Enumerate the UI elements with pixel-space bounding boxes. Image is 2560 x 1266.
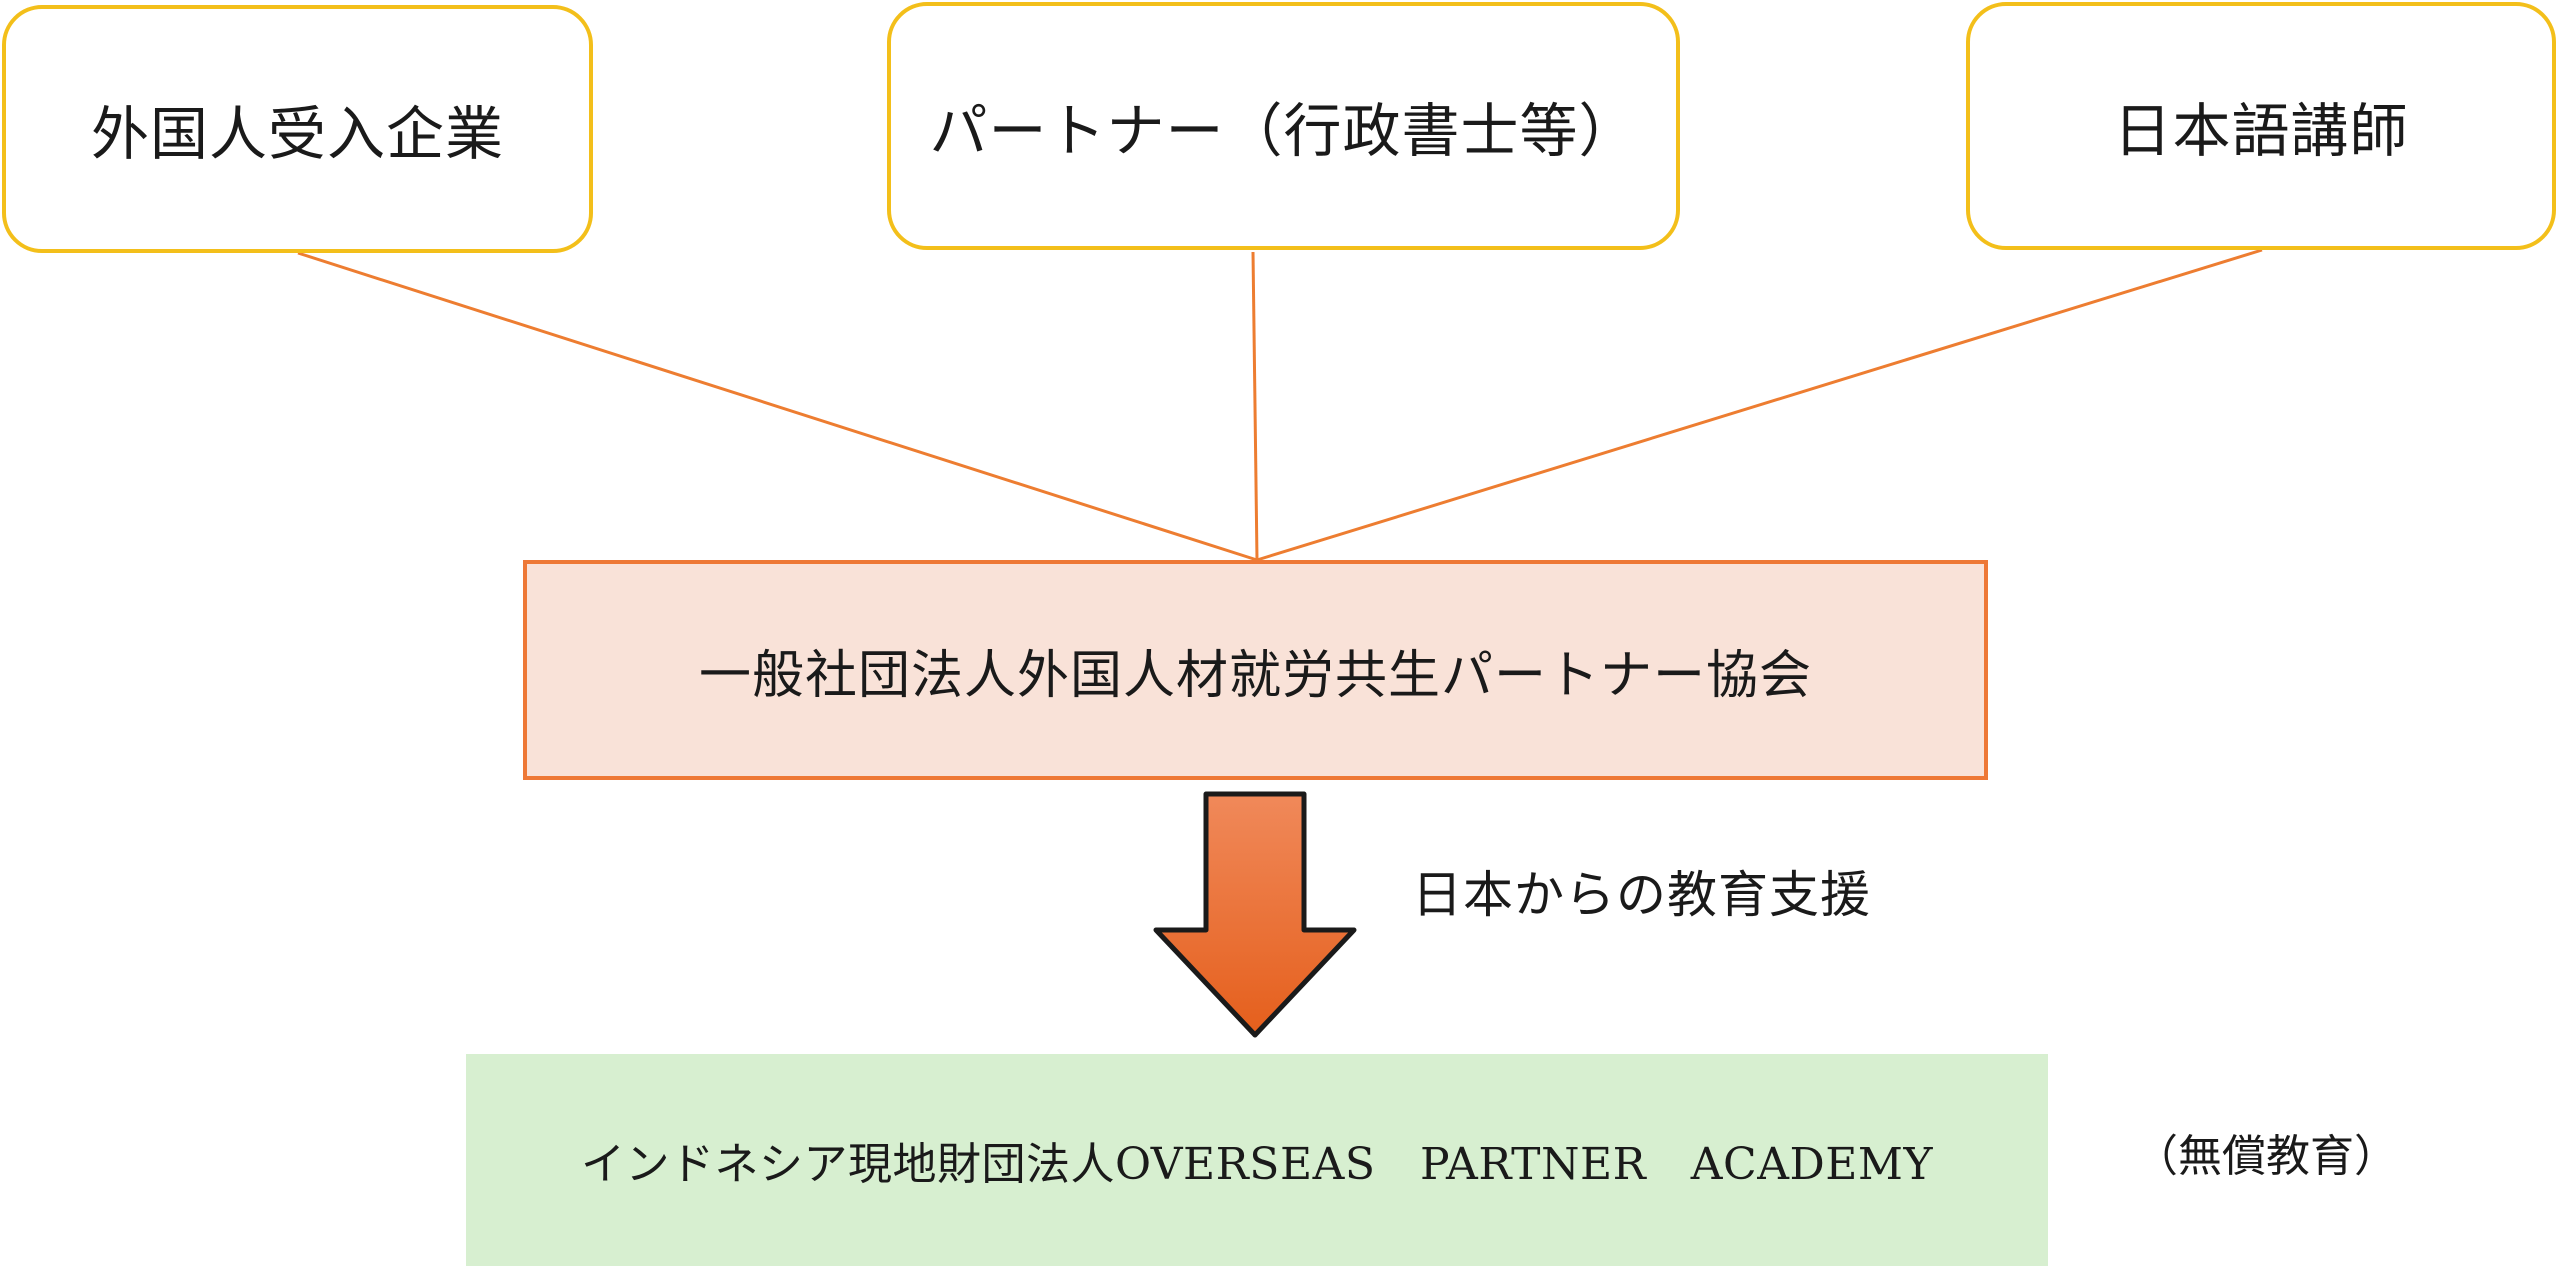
box-foreign-employers: 外国人受入企業 — [2, 5, 593, 253]
box-japanese-teachers-label: 日本語講師 — [2113, 97, 2409, 165]
box-foreign-employers-label: 外国人受入企業 — [90, 100, 504, 168]
academy-label: インドネシア現地財団法人OVERSEAS PARTNER ACADEMY — [580, 1139, 1933, 1190]
association-box: 一般社団法人外国人材就労共生パートナー協会 — [523, 560, 1988, 780]
box-japanese-teachers: 日本語講師 — [1966, 2, 2556, 250]
box-partners: パートナー（行政書士等） — [887, 2, 1680, 250]
connector-line-center — [1251, 251, 1259, 561]
education-support-label: 日本からの教育支援 — [1412, 866, 1871, 924]
free-education-note: （無償教育） — [2134, 1131, 2398, 1182]
box-partners-label: パートナー（行政書士等） — [929, 97, 1638, 165]
down-arrow-shape — [1153, 791, 1357, 1038]
connector-line-left — [297, 251, 1258, 562]
down-arrow-icon — [1153, 791, 1357, 1038]
connector-line-right — [1256, 248, 2263, 562]
academy-box: インドネシア現地財団法人OVERSEAS PARTNER ACADEMY — [466, 1054, 2048, 1266]
association-label: 一般社団法人外国人材就労共生パートナー協会 — [698, 645, 1812, 706]
